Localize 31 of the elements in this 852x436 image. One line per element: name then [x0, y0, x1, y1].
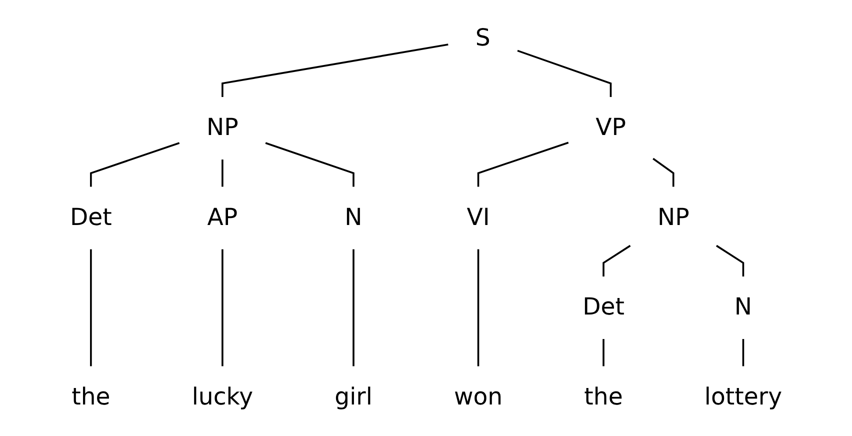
node-text: N: [344, 204, 362, 232]
node-text: won: [454, 383, 503, 411]
node-text: lucky: [192, 383, 254, 411]
node-text: the: [72, 383, 110, 411]
connector: [742, 339, 744, 366]
connector: [222, 249, 224, 366]
connector: [477, 142, 569, 187]
node-text: NP: [206, 114, 238, 142]
node-text: VP: [596, 114, 626, 142]
connector: [352, 249, 354, 366]
connector: [602, 244, 631, 276]
node-text: Det: [70, 204, 112, 232]
node-text: the: [584, 383, 623, 411]
connector: [90, 142, 180, 187]
node-text: AP: [207, 204, 238, 232]
node-text: VI: [466, 204, 490, 232]
node-text: Det: [582, 294, 624, 321]
node-text: lottery: [704, 383, 782, 411]
connector: [265, 142, 354, 187]
connector: [90, 249, 92, 366]
connector: [602, 339, 604, 366]
connector: [716, 244, 744, 276]
connector: [517, 50, 612, 97]
connector: [222, 44, 448, 97]
node-text: girl: [334, 383, 372, 411]
node-text: S: [475, 24, 490, 52]
connector: [222, 160, 224, 187]
connector: [652, 158, 674, 187]
node-text: N: [734, 294, 752, 321]
connector: [477, 249, 480, 366]
node-text: NP: [657, 204, 690, 232]
